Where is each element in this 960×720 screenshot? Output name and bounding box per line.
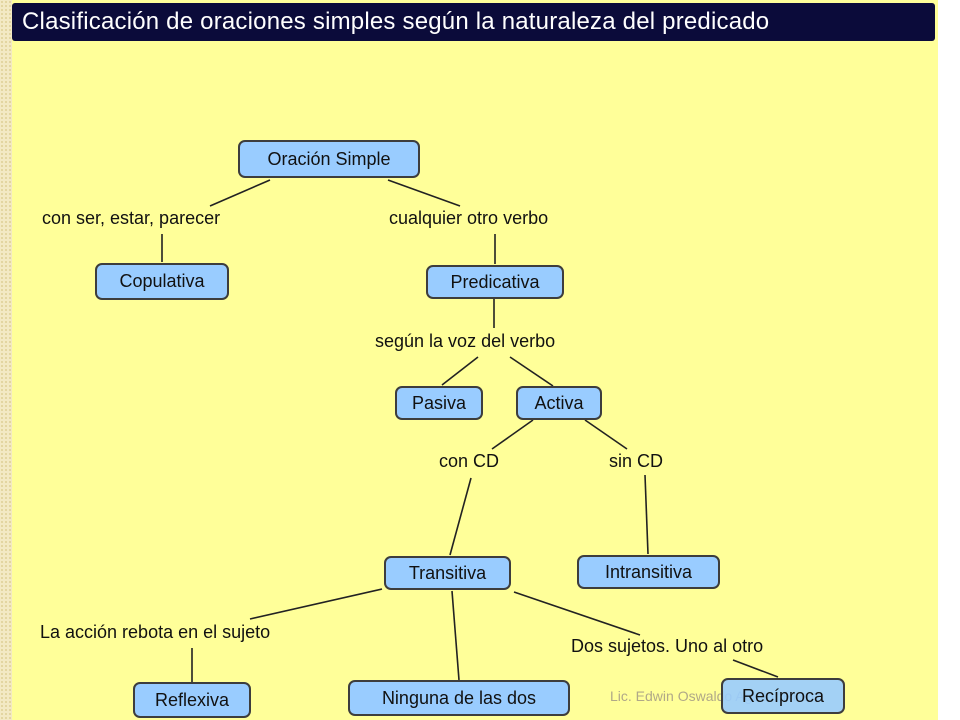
node-oracion-simple: Oración Simple	[238, 140, 420, 178]
title-bar: Clasificación de oraciones simples según…	[12, 3, 935, 41]
line-voz-activa	[509, 356, 554, 387]
node-predicativa-label: Predicativa	[450, 271, 540, 292]
link-label-rebota: La acción rebota en el sujeto	[40, 622, 271, 642]
node-reciproca: Recíproca	[721, 678, 845, 714]
line-transitiva-ninguna	[451, 590, 460, 681]
node-predicativa: Predicativa	[426, 265, 564, 299]
line-activa-sincd	[584, 419, 628, 450]
link-label-dos-sujetos: Dos sujetos. Uno al otro	[571, 636, 764, 656]
link-label-ser-estar-parecer: con ser, estar, parecer	[42, 208, 221, 228]
link-label-voz-verbo: según la voz del verbo	[375, 331, 556, 351]
line-concd-transitiva	[449, 477, 472, 556]
node-reflexiva-label: Reflexiva	[154, 689, 230, 710]
node-copulativa-label: Copulativa	[119, 271, 205, 291]
line-voz-pasiva	[441, 356, 479, 386]
link-label-otro-verbo: cualquier otro verbo	[389, 208, 549, 228]
slide-title: Clasificación de oraciones simples según…	[22, 8, 770, 35]
node-pasiva: Pasiva	[395, 386, 483, 420]
line-transitiva-rebota	[249, 588, 383, 620]
node-reciproca-label: Recíproca	[741, 685, 825, 706]
link-label-con-cd: con CD	[439, 451, 500, 471]
left-decorative-strip	[0, 0, 12, 720]
line-dos-reciproca	[732, 659, 779, 678]
node-pasiva-label: Pasiva	[411, 392, 467, 413]
line-oracion-otro	[387, 179, 461, 207]
line-activa-concd	[491, 419, 534, 450]
node-intransitiva-label: Intransitiva	[604, 561, 693, 582]
node-intransitiva: Intransitiva	[577, 555, 720, 589]
node-oracion-simple-label: Oración Simple	[267, 148, 391, 169]
link-label-sin-cd: sin CD	[609, 451, 664, 471]
line-oracion-ser	[209, 179, 271, 207]
node-reflexiva: Reflexiva	[133, 682, 251, 718]
line-sincd-intransitiva	[644, 474, 649, 555]
line-transitiva-dos	[513, 591, 641, 636]
node-transitiva: Transitiva	[384, 556, 511, 590]
node-ninguna-de-las-dos: Ninguna de las dos	[348, 680, 570, 716]
node-ninguna-label: Ninguna de las dos	[381, 687, 537, 708]
node-transitiva-label: Transitiva	[408, 562, 487, 583]
node-copulativa: Copulativa	[95, 263, 229, 300]
node-activa-label: Activa	[534, 392, 584, 413]
node-activa: Activa	[516, 386, 602, 420]
